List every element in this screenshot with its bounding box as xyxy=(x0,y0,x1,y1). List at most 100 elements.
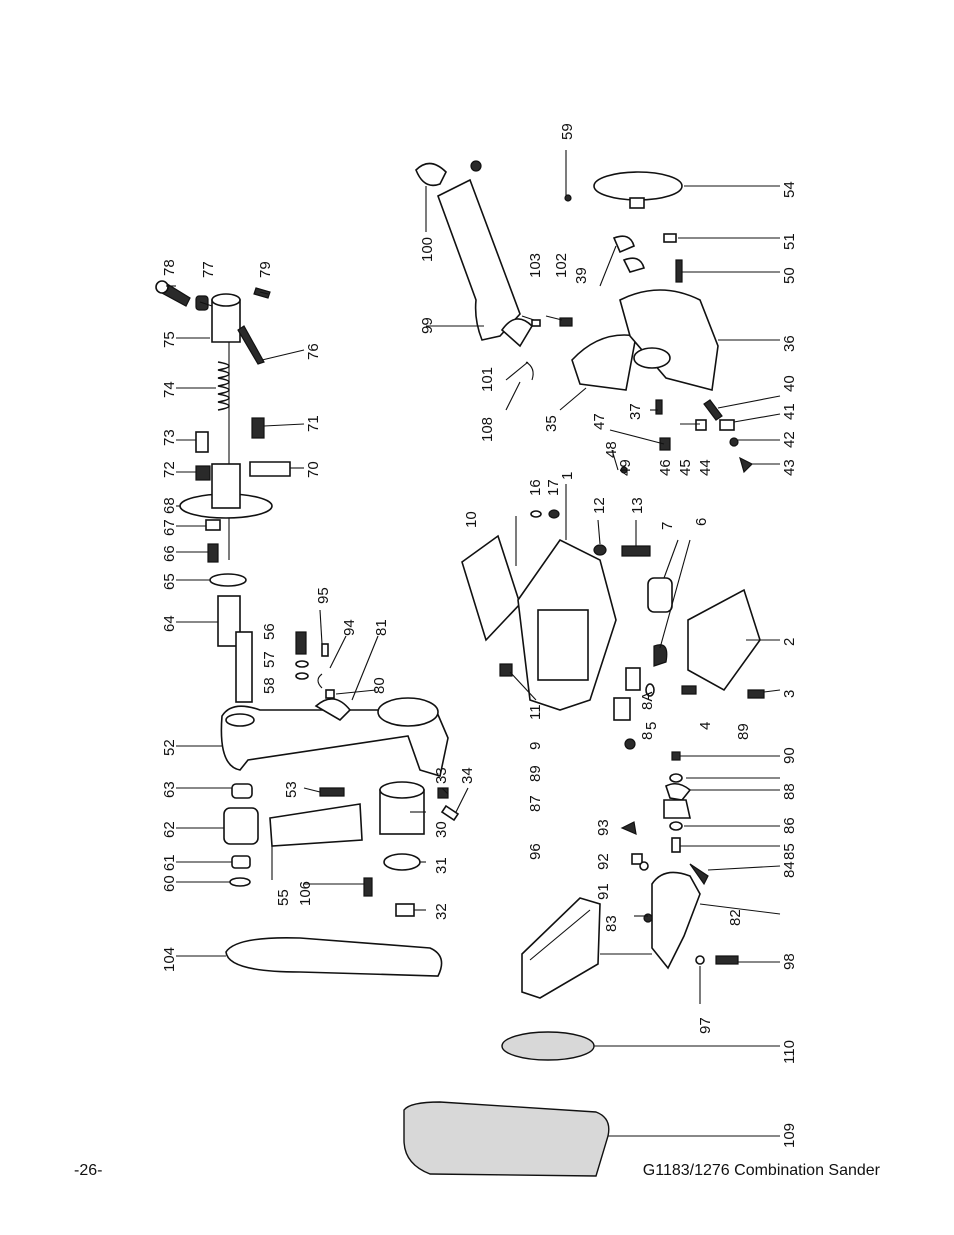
label-83: 83 xyxy=(603,915,620,932)
label-50: 50 xyxy=(781,267,798,284)
label-53: 53 xyxy=(283,781,300,798)
label-36: 36 xyxy=(781,335,798,352)
label-80: 80 xyxy=(371,677,388,694)
label-63: 63 xyxy=(161,781,178,798)
label-13: 13 xyxy=(629,497,646,514)
label-10: 10 xyxy=(463,511,480,528)
arm-assembly xyxy=(220,631,460,917)
label-67: 67 xyxy=(161,519,178,536)
label-91: 91 xyxy=(595,883,612,900)
label-75: 75 xyxy=(161,331,178,348)
label-64: 64 xyxy=(161,615,178,632)
belt-table-assembly xyxy=(403,751,739,1177)
label-79: 79 xyxy=(257,261,274,278)
label-16: 16 xyxy=(527,479,544,496)
label-43: 43 xyxy=(781,459,798,476)
label-71: 71 xyxy=(305,415,322,432)
label-60-61: 60 61 xyxy=(161,854,178,892)
label-74: 74 xyxy=(161,381,178,398)
label-35: 35 xyxy=(543,415,560,432)
label-8a: 8A xyxy=(639,692,656,710)
label-93: 93 xyxy=(595,819,612,836)
leader-lines xyxy=(166,150,781,1137)
label-88: 88 xyxy=(781,783,798,800)
column-assembly xyxy=(155,280,291,703)
label-106: 106 xyxy=(297,881,314,906)
label-101: 101 xyxy=(479,367,496,392)
label-9: 9 xyxy=(527,742,544,750)
label-33: 33 xyxy=(433,767,450,784)
label-56: 56 xyxy=(261,623,278,640)
label-73: 73 xyxy=(161,429,178,446)
label-3: 3 xyxy=(781,690,798,698)
label-97: 97 xyxy=(697,1017,714,1034)
label-90: 90 xyxy=(781,747,798,764)
disc-table-assembly xyxy=(415,160,754,474)
label-39: 39 xyxy=(573,267,590,284)
label-68: 68 xyxy=(161,497,178,514)
label-46: 46 xyxy=(657,459,674,476)
label-58: 58 xyxy=(261,677,278,694)
label-70: 70 xyxy=(305,461,322,478)
label-85: 85 xyxy=(781,843,798,860)
label-98: 98 xyxy=(781,953,798,970)
label-72: 72 xyxy=(161,461,178,478)
label-77: 77 xyxy=(200,261,217,278)
label-34: 34 xyxy=(459,767,476,784)
label-89b: 89 xyxy=(527,765,544,782)
label-49: 49 xyxy=(617,459,634,476)
label-40: 40 xyxy=(781,375,798,392)
label-81: 81 xyxy=(373,619,390,636)
label-6: 6 xyxy=(693,518,710,526)
base-assembly xyxy=(461,509,765,750)
label-31: 31 xyxy=(433,857,450,874)
label-51: 51 xyxy=(781,233,798,250)
label-66: 66 xyxy=(161,545,178,562)
label-7: 7 xyxy=(659,522,676,530)
label-109: 109 xyxy=(781,1123,798,1148)
label-86: 86 xyxy=(781,817,798,834)
label-110: 110 xyxy=(781,1040,798,1064)
label-48: 48 xyxy=(603,441,620,458)
label-41: 41 xyxy=(781,403,798,420)
label-47: 47 xyxy=(591,413,608,430)
label-103: 103 xyxy=(527,253,544,278)
label-78: 78 xyxy=(161,259,178,276)
document-title: G1183/1276 Combination Sander xyxy=(642,1162,880,1179)
label-5: 5 xyxy=(643,722,660,730)
label-59: 59 xyxy=(559,123,576,140)
label-87: 87 xyxy=(527,795,544,812)
label-82: 82 xyxy=(727,909,744,926)
label-84: 84 xyxy=(781,861,798,878)
part-number-labels: 78 77 79 75 76 74 73 71 72 70 68 67 66 6… xyxy=(161,123,798,1148)
label-89: 89 xyxy=(735,723,752,740)
label-102: 102 xyxy=(553,253,570,278)
label-30: 30 xyxy=(433,821,450,838)
label-94: 94 xyxy=(341,619,358,636)
label-108: 108 xyxy=(479,417,496,442)
label-4: 4 xyxy=(697,722,714,730)
belt-104 xyxy=(225,936,443,977)
label-55: 55 xyxy=(275,889,292,906)
label-2: 2 xyxy=(781,638,798,646)
label-96: 96 xyxy=(527,843,544,860)
label-104: 104 xyxy=(161,947,178,972)
label-32: 32 xyxy=(433,903,450,920)
label-54: 54 xyxy=(781,181,798,198)
label-95: 95 xyxy=(315,587,332,604)
label-12: 12 xyxy=(591,497,608,514)
label-65: 65 xyxy=(161,573,178,590)
label-76: 76 xyxy=(305,343,322,360)
label-52: 52 xyxy=(161,739,178,756)
label-44: 44 xyxy=(697,459,714,476)
label-100: 100 xyxy=(419,237,436,262)
label-99: 99 xyxy=(419,317,436,334)
page-number: -26- xyxy=(74,1162,103,1179)
label-1: 1 xyxy=(559,472,576,480)
label-62: 62 xyxy=(161,821,178,838)
label-57: 57 xyxy=(261,651,278,668)
label-45: 45 xyxy=(677,459,694,476)
label-42: 42 xyxy=(781,431,798,448)
label-11: 11 xyxy=(527,704,544,720)
